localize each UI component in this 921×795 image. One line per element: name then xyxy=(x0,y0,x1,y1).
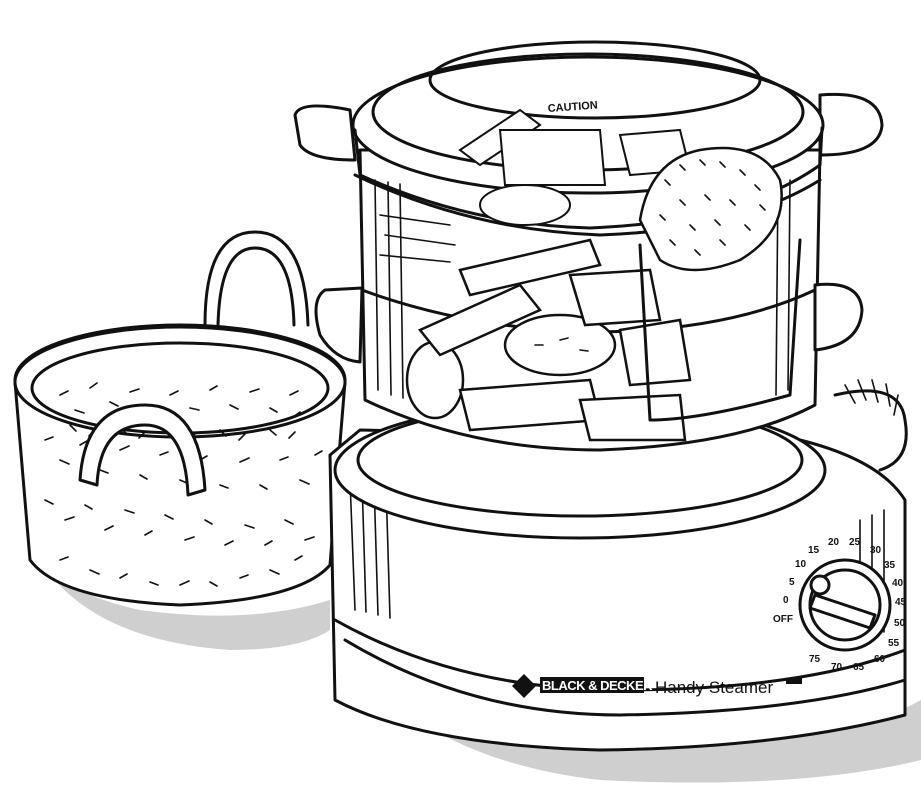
svg-text:15: 15 xyxy=(808,545,820,556)
ground-shadow xyxy=(40,560,921,783)
svg-text:65: 65 xyxy=(853,662,865,673)
svg-text:25: 25 xyxy=(849,537,861,548)
svg-text:70: 70 xyxy=(831,662,843,673)
svg-text:60: 60 xyxy=(874,654,886,665)
svg-text:75: 75 xyxy=(809,654,821,665)
brand-label: BLACK & DECKER Handy Steamer xyxy=(512,674,802,698)
model-label: Handy Steamer xyxy=(655,678,773,697)
svg-text:55: 55 xyxy=(888,638,900,649)
broccoli xyxy=(638,146,783,272)
svg-text:5: 5 xyxy=(789,577,795,588)
svg-text:0: 0 xyxy=(783,595,789,606)
svg-text:CAUTION: CAUTION xyxy=(547,100,598,115)
timer-dial: OFF 0 5 10 15 20 25 30 35 40 45 50 55 60… xyxy=(773,537,907,673)
vegetables xyxy=(379,214,692,442)
svg-text:20: 20 xyxy=(828,537,840,548)
svg-text:45: 45 xyxy=(895,597,907,608)
timer-marks: OFF 0 5 10 15 20 25 30 35 40 45 50 55 60… xyxy=(773,537,907,673)
svg-text:BLACK & DECKER: BLACK & DECKER xyxy=(542,678,653,693)
lid-label: CAUTION xyxy=(547,100,598,115)
steamer-lid: CAUTION xyxy=(293,40,884,272)
rice-bowl xyxy=(13,230,347,607)
svg-text:40: 40 xyxy=(892,578,904,589)
svg-text:OFF: OFF xyxy=(773,614,793,625)
svg-text:10: 10 xyxy=(795,559,807,570)
svg-text:35: 35 xyxy=(884,560,896,571)
svg-text:50: 50 xyxy=(894,618,906,629)
svg-text:30: 30 xyxy=(870,545,882,556)
